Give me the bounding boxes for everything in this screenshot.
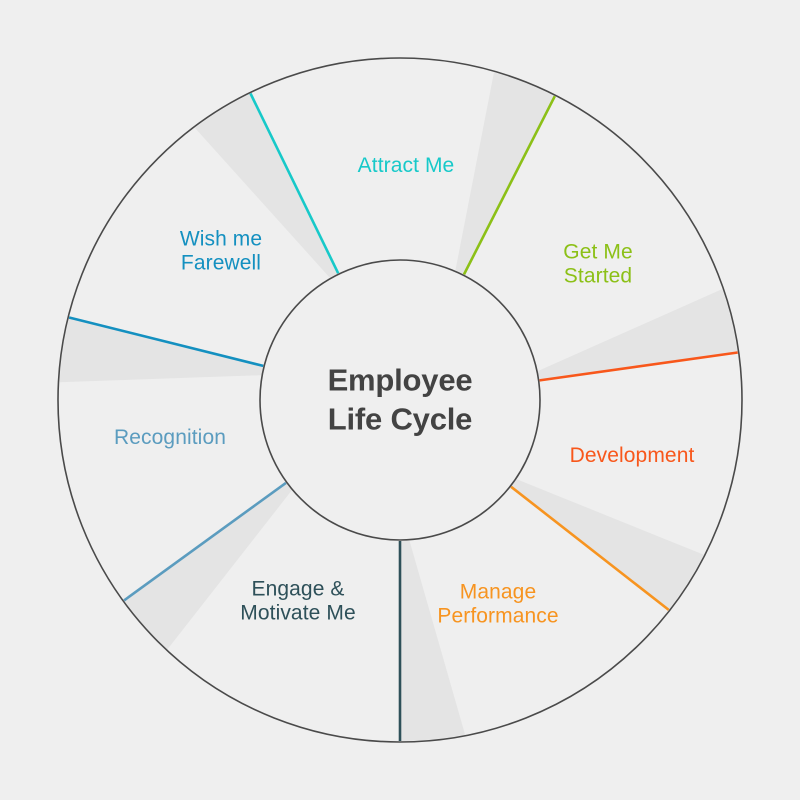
spoke-attract-me[interactable] [249, 92, 340, 274]
wedge-shadow-recognition [124, 482, 292, 650]
spoke-get-me-started[interactable] [462, 95, 556, 275]
inner-circle [259, 259, 541, 541]
wedge-shadow-engage-motivate-me [400, 540, 466, 741]
wedge-shadow-development [538, 289, 738, 381]
center-title: Employee Life Cycle [327, 362, 473, 436]
spoke-group [68, 92, 738, 741]
spoke-development[interactable] [539, 351, 738, 382]
wedge-shadow-get-me-started [455, 72, 555, 275]
wedge-shadow-group [59, 72, 738, 741]
wedge-shadow-wish-me-farewell [59, 317, 264, 383]
wedge-shadow-manage-performance [511, 479, 704, 610]
spoke-manage-performance[interactable] [510, 485, 670, 611]
outer-circle [57, 57, 743, 743]
wedge-shadow-attract-me [194, 93, 339, 278]
spoke-recognition[interactable] [123, 481, 287, 602]
spoke-wish-me-farewell[interactable] [68, 316, 264, 368]
